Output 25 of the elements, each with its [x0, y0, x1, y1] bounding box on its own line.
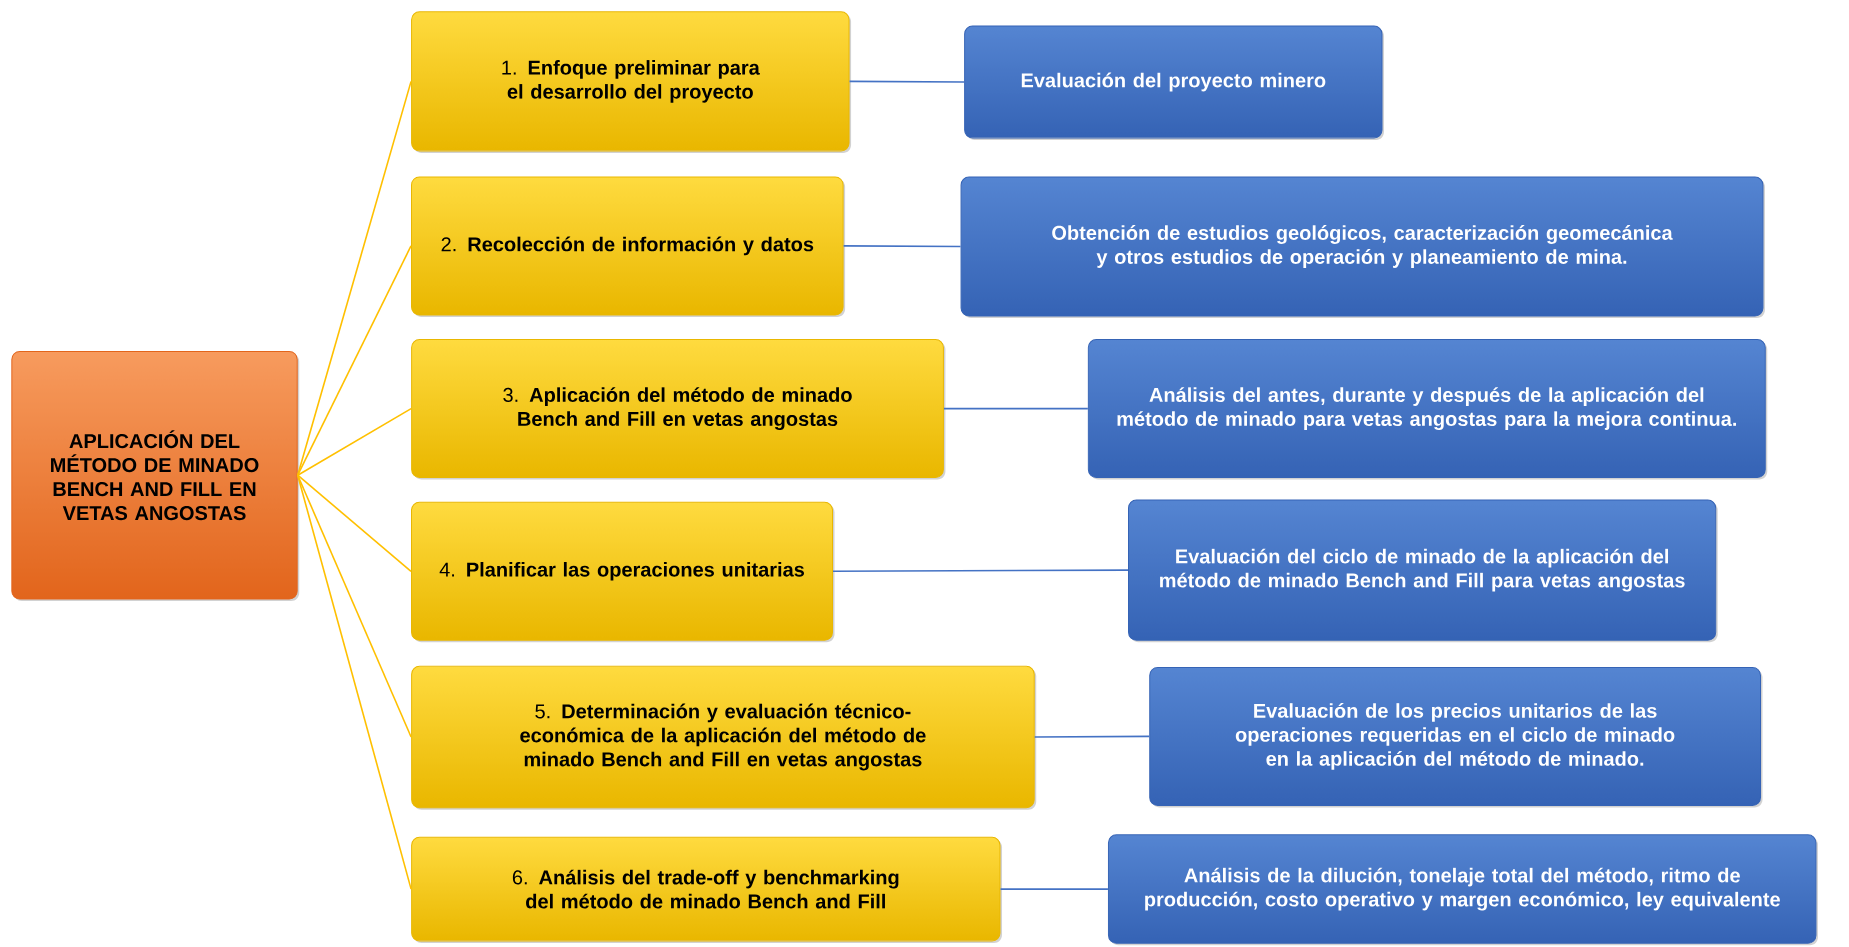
result-box: Obtención de estudios geológicos, caracterización geomecánica y otros estudios de operación y planeamiento de mina.: [960, 176, 1765, 319]
result-box: Evaluación de los precios unitarios de las operaciones requeridas en el ciclo de minado en la aplicación del método de minado.: [1149, 666, 1763, 808]
connector-line: [999, 888, 1109, 890]
connector-line: [296, 474, 412, 738]
result-box: Evaluación del ciclo de minado de la aplicación del método de minado Bench and Fill para vetas angostas: [1128, 499, 1718, 643]
step-box: 6. Análisis del trade-off y benchmarking del método de minado Bench and Fill: [411, 836, 1002, 943]
connector-line: [943, 407, 1089, 410]
result-box: Análisis del antes, durante y después de la aplicación del método de minado para vetas angostas para la mejora continua.: [1087, 339, 1768, 480]
root-box: APLICACIÓN DEL MÉTODO DE MINADO BENCH AND FILL EN VETAS ANGOSTAS: [11, 350, 300, 601]
step-box: 4. Planificar las operaciones unitarias: [411, 501, 835, 643]
step-box: 3. Aplicación del método de minado Bench and Fill en vetas angostas: [411, 339, 946, 480]
step-box: 5. Determinación y evaluación técnico-económica de la aplicación del método de minado Bench and Fill en vetas angostas: [411, 665, 1037, 810]
connector-line: [296, 474, 412, 573]
step-box: 1. Enfoque preliminar para el desarrollo del proyecto: [411, 11, 852, 153]
connector-line: [296, 80, 412, 476]
connector-line: [1033, 735, 1150, 738]
connector-line: [842, 245, 962, 248]
result-box: Análisis de la dilución, tonelaje total del método, ritmo de producción, costo operativo y margen económico, ley equivalente: [1107, 834, 1818, 946]
step-box: 2. Recolección de información y datos: [411, 176, 846, 317]
connector-line: [832, 569, 1129, 573]
connector-line: [296, 407, 412, 476]
connector-line: [296, 474, 412, 890]
result-box: Evaluación del proyecto minero: [964, 25, 1384, 140]
connector-line: [296, 245, 412, 476]
connector-line: [848, 80, 965, 83]
